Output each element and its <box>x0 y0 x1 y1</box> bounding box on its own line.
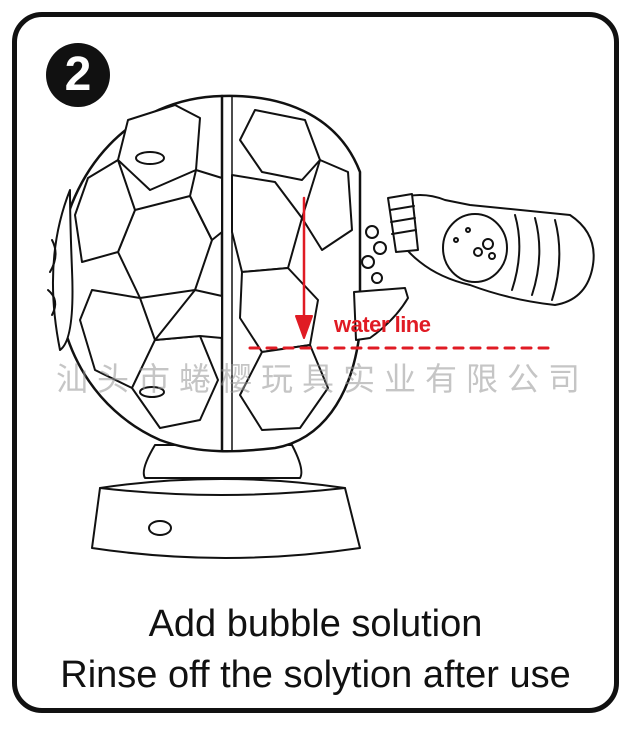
soccer-ball-icon <box>47 94 362 453</box>
water-line-marker <box>248 196 558 350</box>
step-number-badge: 2 <box>46 43 110 107</box>
down-arrow-icon <box>295 315 313 339</box>
instruction-line-1: Add bubble solution <box>148 603 483 645</box>
step-number: 2 <box>64 48 92 101</box>
switch-hole-icon <box>148 520 172 536</box>
instruction-line-2: Rinse off the solytion after use <box>60 654 571 696</box>
bubble-solution-bottle-icon <box>361 193 595 306</box>
machine-base <box>91 444 361 559</box>
water-line-label: water line <box>334 312 431 337</box>
company-watermark: 汕头市蜷樱玩具实业有限公司 <box>56 360 590 398</box>
solution-tray <box>353 287 409 341</box>
